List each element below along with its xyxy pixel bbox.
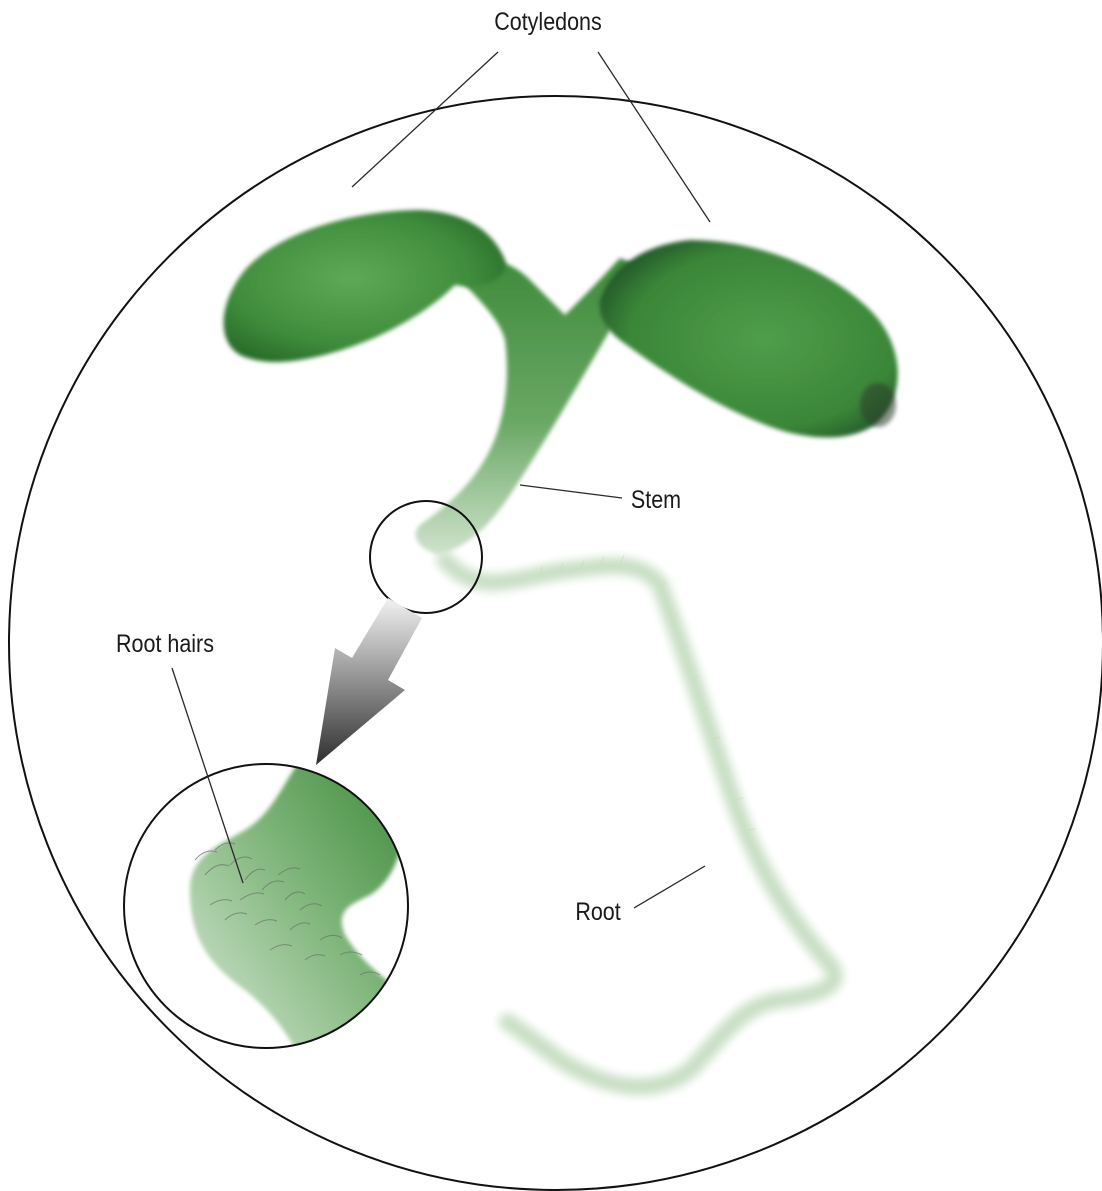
zoom-arrow: [316, 598, 422, 765]
right-cotyledon: [600, 240, 898, 437]
stem-leader: [520, 485, 622, 498]
label-root: Root: [575, 897, 621, 925]
label-root-hairs: Root hairs: [116, 629, 214, 657]
label-stem: Stem: [631, 485, 681, 513]
cotyledons-leader-left: [352, 52, 498, 187]
left-cotyledon: [224, 210, 506, 362]
right-cotyledon-tip-shade: [860, 383, 896, 427]
root-shape: [445, 560, 834, 1087]
root-leader: [634, 866, 705, 908]
label-cotyledons: Cotyledons: [494, 7, 601, 35]
cotyledons-leader-right: [598, 52, 710, 222]
magnify-circle: [370, 501, 482, 613]
